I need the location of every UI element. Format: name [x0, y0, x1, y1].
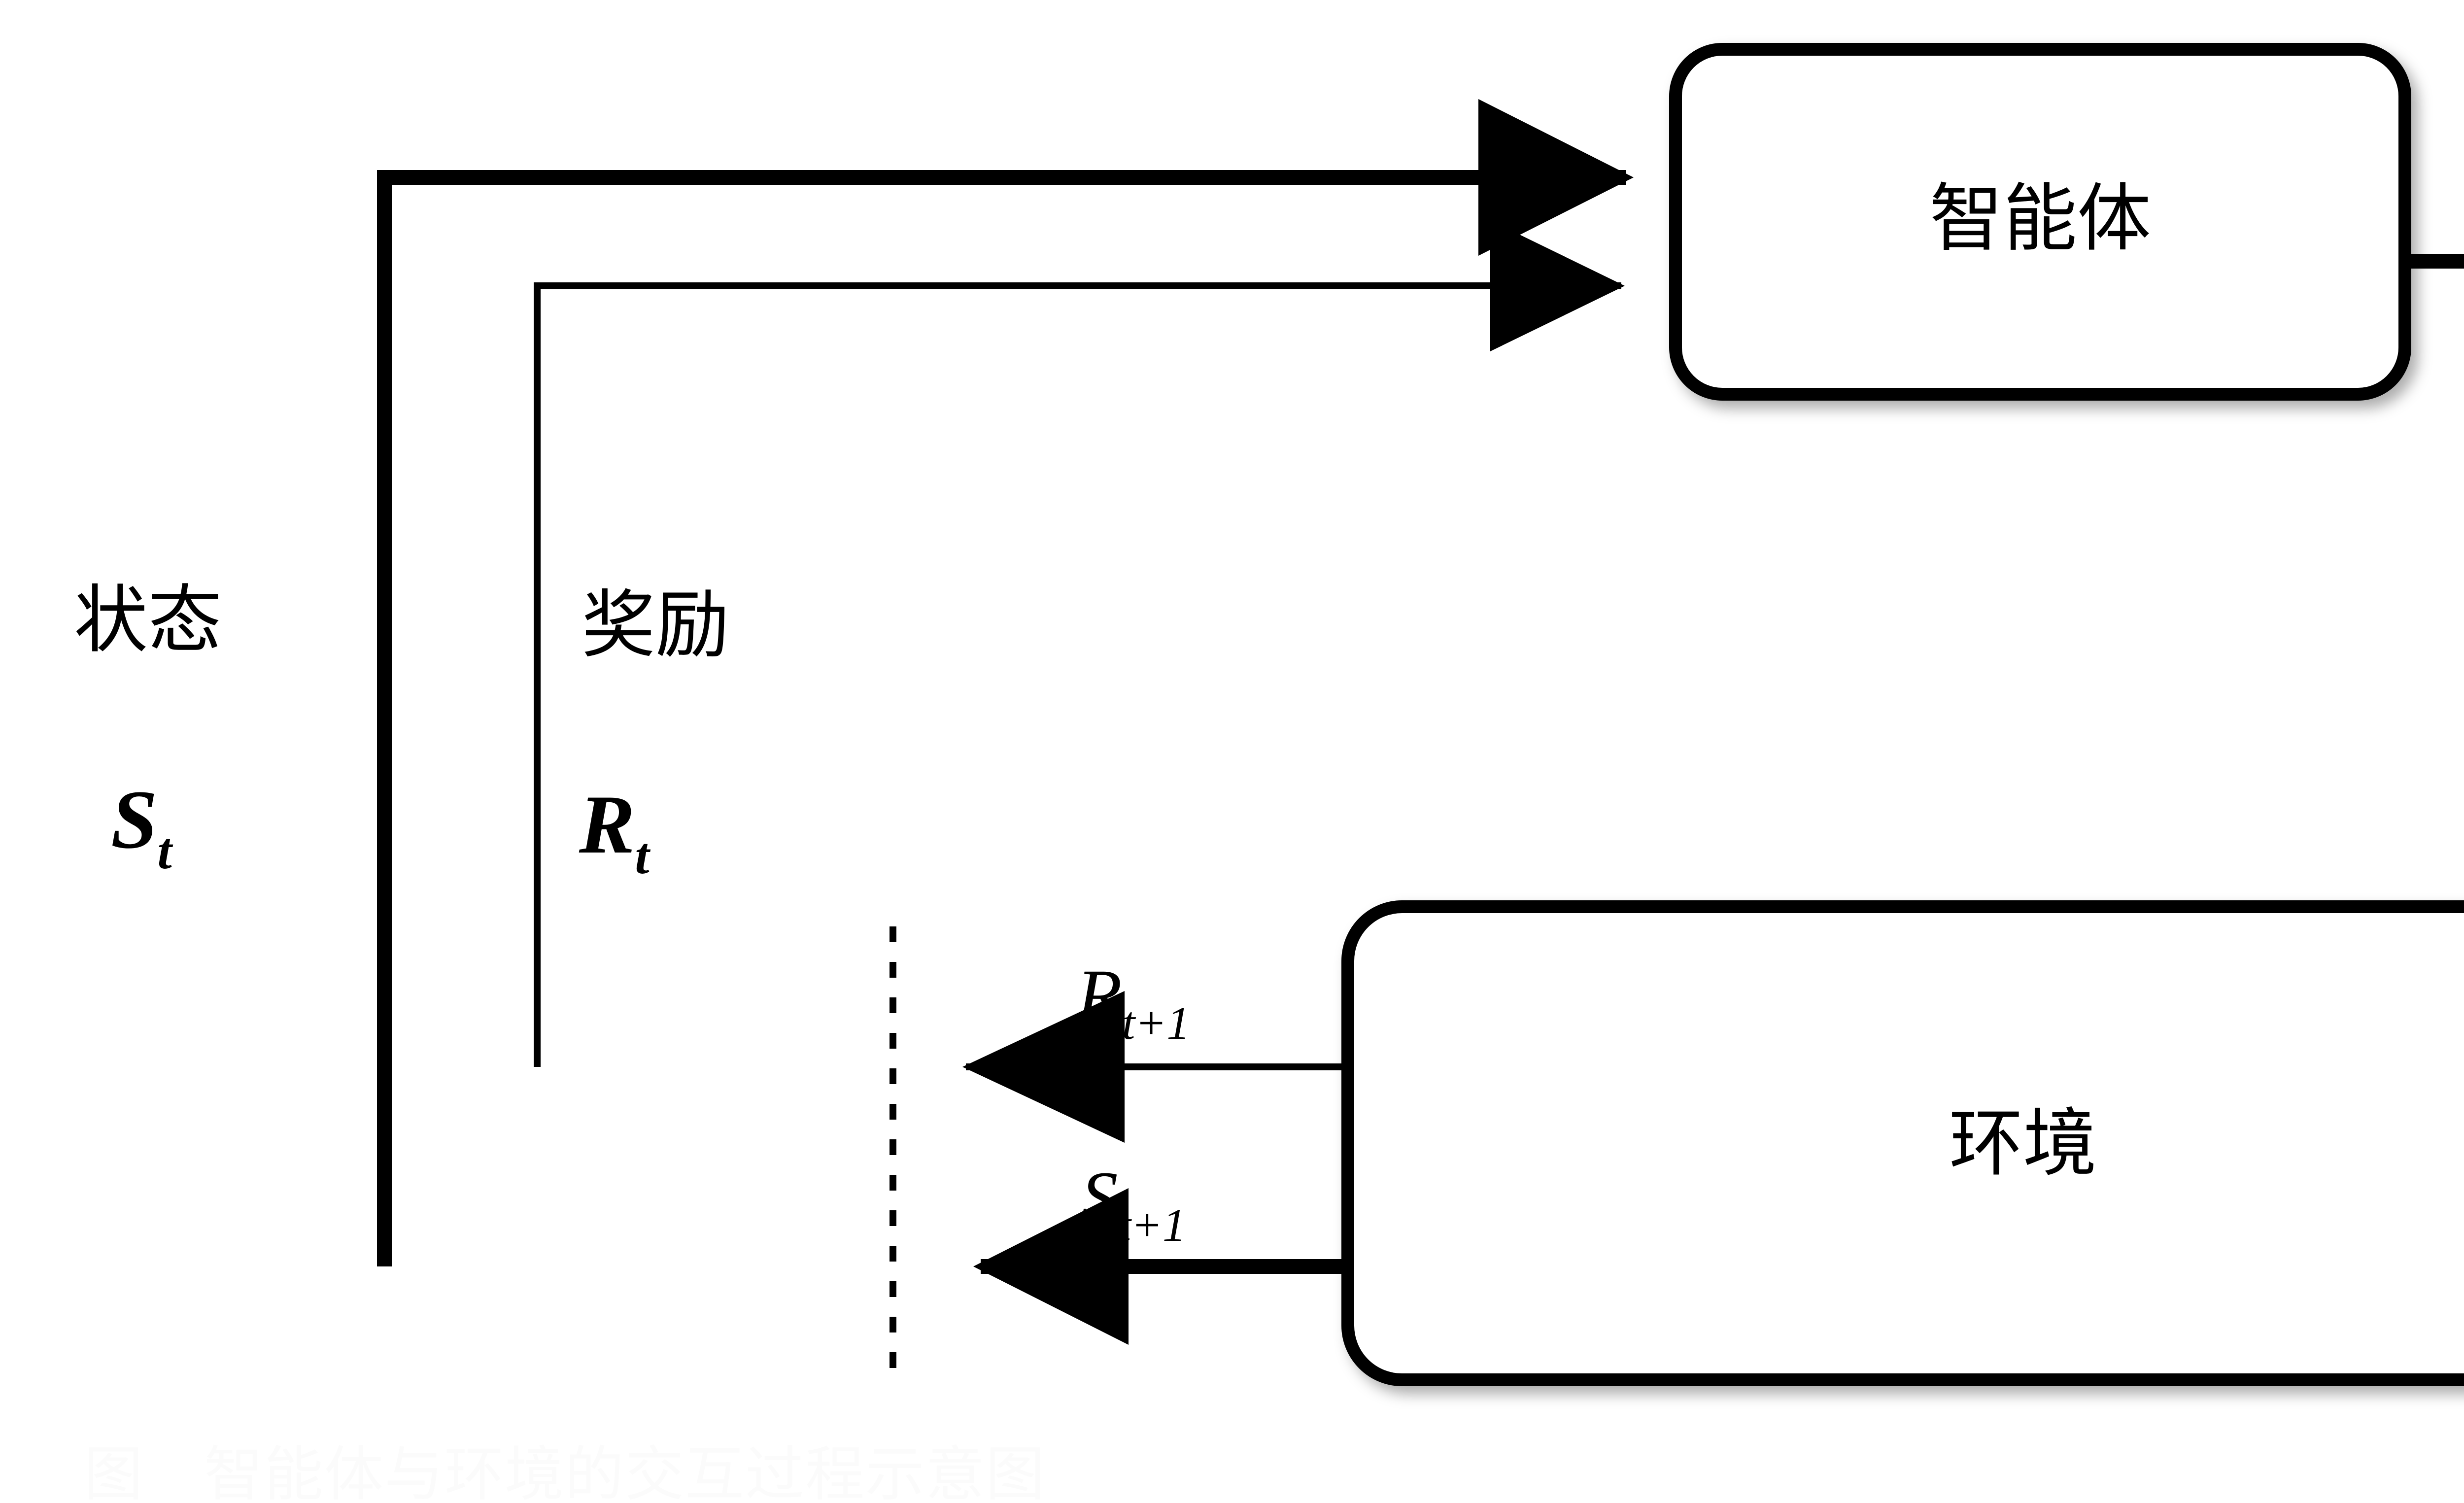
state-symbol-base: S [111, 773, 158, 866]
node-environment[interactable]: 环境 [1341, 900, 2464, 1386]
reward-symbol: Rt [579, 778, 650, 885]
reward-symbol-subscript: t [635, 827, 650, 885]
edge-state-to-agent [377, 99, 1634, 1266]
agent-box-shape [1669, 43, 2411, 401]
agent-label: 智能体 [1929, 178, 2151, 260]
edge-reward-to-agent [534, 220, 1625, 1067]
edge-label-state-next: St+1 [1081, 1157, 1186, 1251]
label-group-reward: 奖励 Rt [579, 585, 729, 885]
state-symbol: St [111, 773, 173, 880]
reward-next-base: R [1076, 955, 1122, 1036]
reward-text-label: 奖励 [582, 585, 729, 667]
node-agent[interactable]: 智能体 [1669, 43, 2411, 401]
reward-next-subscript: t+1 [1122, 997, 1190, 1049]
environment-box-shape [1341, 900, 2464, 1386]
state-next-base: S [1081, 1157, 1118, 1238]
state-next-subscript: t+1 [1118, 1199, 1186, 1251]
state-text-label: 状态 [74, 580, 222, 662]
reward-symbol-base: R [579, 778, 635, 871]
state-symbol-subscript: t [158, 822, 173, 880]
label-group-state: 状态 St [74, 580, 222, 880]
figure-caption: 图 智能体与环境的交互过程示意图 [84, 1442, 1046, 1503]
environment-label: 环境 [1949, 1103, 2097, 1185]
edge-label-reward-next: Rt+1 [1076, 955, 1190, 1049]
